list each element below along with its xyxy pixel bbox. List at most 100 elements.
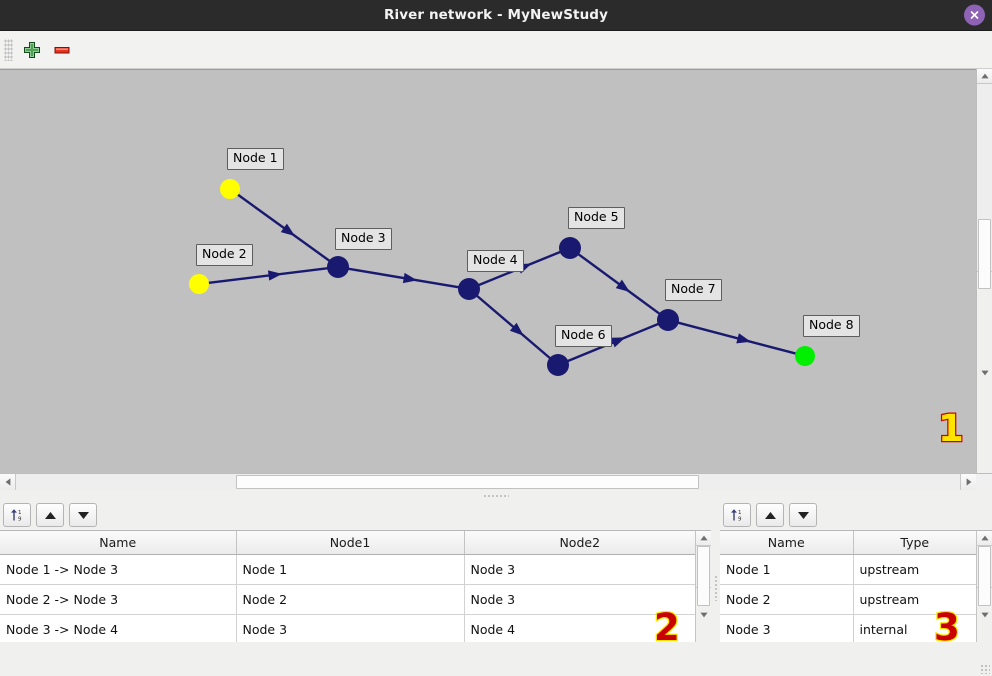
- nodes-scroll-up-arrow[interactable]: [977, 531, 992, 546]
- nodes-cell[interactable]: Node 2: [720, 584, 854, 615]
- graph-edge[interactable]: [207, 267, 329, 285]
- canvas-vscroll-thumb[interactable]: [978, 219, 991, 289]
- graph-node-label-node-7[interactable]: Node 7: [665, 279, 722, 301]
- graph-node-node-6[interactable]: [547, 354, 569, 376]
- reaches-vertical-scrollbar[interactable]: [695, 531, 711, 642]
- nodes-vertical-scrollbar[interactable]: [976, 531, 992, 642]
- triangle-down-icon: [797, 511, 809, 519]
- scroll-down-arrow[interactable]: [977, 271, 992, 473]
- reaches-vscroll-track[interactable]: [696, 546, 711, 606]
- scroll-up-arrow[interactable]: [977, 69, 992, 84]
- graph-edge[interactable]: [347, 267, 460, 289]
- graph-edge-arrow: [615, 279, 630, 293]
- chevron-left-icon: [5, 478, 10, 486]
- window-resize-grip[interactable]: [980, 664, 990, 674]
- graph-node-node-1[interactable]: [220, 179, 240, 199]
- nodes-vscroll-thumb[interactable]: [978, 546, 991, 606]
- canvas-horizontal-scrollbar[interactable]: [0, 473, 992, 490]
- nodes-move-up-button[interactable]: [756, 503, 784, 527]
- graph-node-node-5[interactable]: [559, 237, 581, 259]
- reaches-cell[interactable]: Node 4: [464, 614, 695, 642]
- graph-node-label-node-1[interactable]: Node 1: [227, 148, 284, 170]
- reaches-move-up-button[interactable]: [36, 503, 64, 527]
- reaches-cell[interactable]: Node 3: [236, 614, 465, 642]
- canvas-vscroll-track[interactable]: [977, 84, 992, 289]
- toolbar-drag-handle[interactable]: [4, 38, 13, 61]
- graph-node-node-7[interactable]: [657, 309, 679, 331]
- nodes-vscroll-track[interactable]: [977, 546, 992, 606]
- nodes-panel-footer: [720, 642, 992, 676]
- reaches-cell[interactable]: Node 3 -> Node 4: [0, 614, 237, 642]
- close-window-button[interactable]: [964, 4, 985, 26]
- nodes-cell[interactable]: upstream: [853, 554, 976, 585]
- river-network-diagram[interactable]: Node 1 Node 2 Node 3 Node 4 Node 5 Node 6 Node…: [0, 69, 976, 473]
- chevron-up-icon: [699, 535, 708, 541]
- reaches-cell[interactable]: Node 2 -> Node 3: [0, 584, 237, 615]
- triangle-down-icon: [77, 511, 89, 519]
- triangle-up-icon: [764, 511, 776, 519]
- remove-node-button[interactable]: [47, 35, 77, 65]
- chevron-down-icon: [980, 370, 989, 375]
- reaches-cell[interactable]: Node 1 -> Node 3: [0, 554, 237, 585]
- reaches-scroll-up-arrow[interactable]: [696, 531, 711, 546]
- graph-node-label-node-4[interactable]: Node 4: [467, 250, 524, 272]
- nodes-column-header[interactable]: Type: [853, 531, 976, 555]
- reaches-vscroll-thumb[interactable]: [697, 546, 710, 606]
- graph-node-label-node-2[interactable]: Node 2: [196, 244, 253, 266]
- graph-edge[interactable]: [236, 193, 331, 263]
- reaches-column-header[interactable]: Node2: [464, 531, 695, 555]
- chevron-right-icon: [966, 478, 971, 486]
- nodes-cell[interactable]: upstream: [853, 584, 976, 615]
- reaches-column-header[interactable]: Node1: [236, 531, 465, 555]
- reaches-column-header[interactable]: Name: [0, 531, 237, 555]
- reaches-toolbar: 1 9: [0, 500, 711, 530]
- canvas-hscroll-track[interactable]: [16, 474, 960, 490]
- nodes-column-header[interactable]: Name: [720, 531, 854, 555]
- graph-node-label-node-8[interactable]: Node 8: [803, 315, 860, 337]
- nodes-cell[interactable]: Node 3: [720, 614, 854, 642]
- graph-node-label-node-6[interactable]: Node 6: [555, 325, 612, 347]
- reaches-cell[interactable]: Node 3: [464, 554, 695, 585]
- reaches-sort-button[interactable]: 1 9: [3, 503, 31, 527]
- reaches-move-down-button[interactable]: [69, 503, 97, 527]
- nodes-move-down-button[interactable]: [789, 503, 817, 527]
- graph-node-label-node-5[interactable]: Node 5: [568, 207, 625, 229]
- svg-text:1: 1: [18, 510, 22, 516]
- reaches-cell[interactable]: Node 1: [236, 554, 465, 585]
- graph-edge[interactable]: [677, 321, 797, 355]
- canvas-vertical-scrollbar[interactable]: [976, 69, 992, 473]
- scroll-right-arrow[interactable]: [960, 474, 976, 490]
- nodes-cell[interactable]: internal: [853, 614, 976, 642]
- window-titlebar: River network - MyNewStudy: [0, 0, 992, 31]
- canvas-hscroll-thumb[interactable]: [236, 475, 699, 489]
- graph-node-node-3[interactable]: [327, 256, 349, 278]
- add-node-button[interactable]: [17, 35, 47, 65]
- horizontal-splitter[interactable]: [0, 490, 992, 500]
- graph-node-label-node-3[interactable]: Node 3: [335, 228, 392, 250]
- reaches-cell[interactable]: Node 2: [236, 584, 465, 615]
- splitter-grip-icon: [483, 493, 509, 497]
- graph-node-node-8[interactable]: [795, 346, 815, 366]
- graph-node-node-4[interactable]: [458, 278, 480, 300]
- chevron-up-icon: [980, 535, 989, 541]
- graph-edge-arrow: [402, 272, 418, 284]
- reaches-cell[interactable]: Node 3: [464, 584, 695, 615]
- nodes-cell[interactable]: Node 1: [720, 554, 854, 585]
- scroll-left-arrow[interactable]: [0, 474, 16, 490]
- nodes-sort-button[interactable]: 1 9: [723, 503, 751, 527]
- vertical-splitter[interactable]: [711, 500, 720, 676]
- graph-node-node-2[interactable]: [189, 274, 209, 294]
